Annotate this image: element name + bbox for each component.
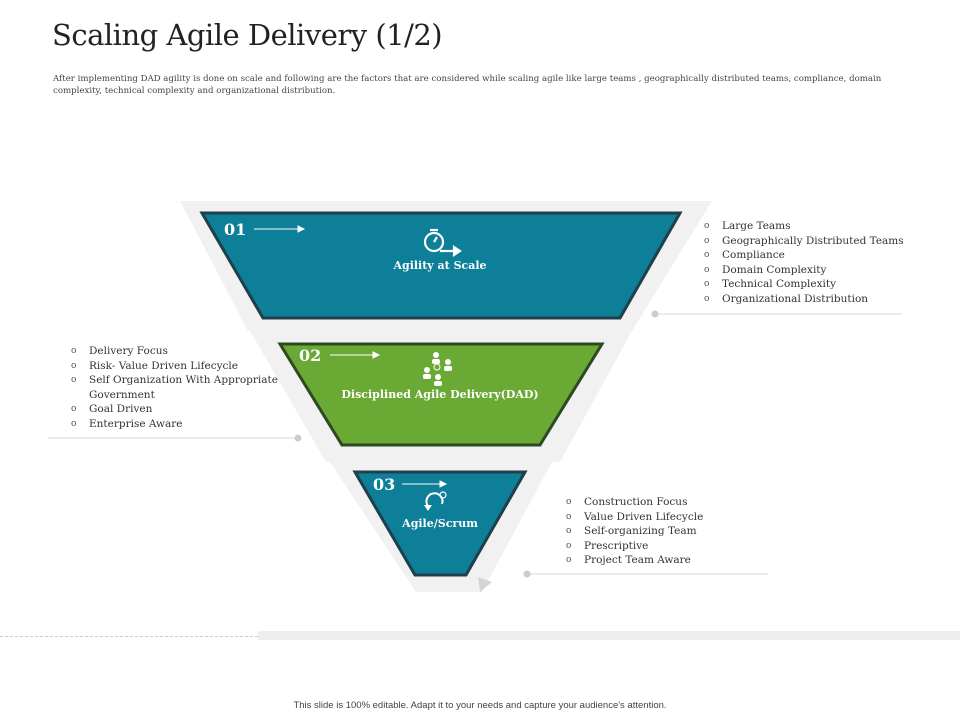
list-item: Organizational Distribution [704,292,934,307]
list-item: Delivery Focus [71,344,281,359]
cycle-icon [424,491,447,511]
list-item: Enterprise Aware [71,417,281,432]
stage-2-number: 02 [299,346,322,365]
stage-3-bullets: Construction Focus Value Driven Lifecycl… [566,495,786,568]
stage-2-bullets: Delivery Focus Risk- Value Driven Lifecy… [71,344,281,431]
footer-divider [0,636,258,637]
list-item: Project Team Aware [566,553,786,568]
list-item: Prescriptive [566,539,786,554]
stage-3-connector [523,570,768,578]
list-item: Risk- Value Driven Lifecycle [71,359,281,374]
stage-3-arrow [402,480,448,488]
footer-note: This slide is 100% editable. Adapt it to… [293,700,667,711]
list-item: Construction Focus [566,495,786,510]
list-item: Compliance [704,248,934,263]
stage-3-pointer [478,577,492,592]
team-network-icon [423,352,452,386]
stage-3-number: 03 [373,475,396,494]
list-item: Self-organizing Team [566,524,786,539]
stage-1-number: 01 [224,220,247,239]
stage-1-arrow [254,225,306,233]
stage-2-connector [48,434,302,442]
list-item: Domain Complexity [704,263,934,278]
stage-1-label: Agility at Scale [393,259,487,272]
list-item: Geographically Distributed Teams [704,234,934,249]
page-subtitle: After implementing DAD agility is done o… [53,74,882,96]
page-title: Scaling Agile Delivery (1/2) [52,18,443,52]
list-item: Technical Complexity [704,277,934,292]
list-item: Self Organization With Appropriate Gover… [71,373,281,402]
list-item: Large Teams [704,219,934,234]
stopwatch-arrow-icon [423,228,462,258]
list-item: Goal Driven [71,402,281,417]
stage-2-arrow [330,351,381,359]
stage-1-bullets: Large Teams Geographically Distributed T… [704,219,934,306]
stage-2-trapezoid [277,342,605,447]
stage-2-label: Disciplined Agile Delivery(DAD) [341,388,539,401]
stage-1-trapezoid [199,211,683,320]
footer-band [258,631,960,640]
list-item: Value Driven Lifecycle [566,510,786,525]
stage-3-trapezoid [352,470,528,577]
stage-1-connector [651,310,902,318]
stage-3-label: Agile/Scrum [402,517,478,530]
